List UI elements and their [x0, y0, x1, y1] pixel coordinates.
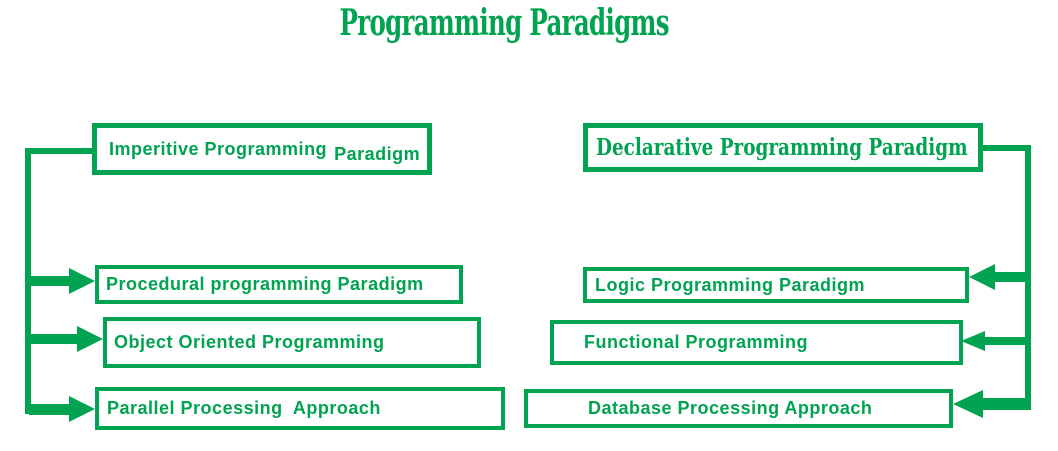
declarative-paradigm-box: Declarative Programming Paradigm [583, 123, 983, 172]
logic-paradigm-box: Logic Programming Paradigm [583, 267, 969, 303]
functional-programming-label: Functional Programming [584, 332, 809, 352]
functional-programming-box: Functional Programming [550, 320, 963, 365]
database-processing-box: Database Processing Approach [524, 389, 953, 428]
left-root-connector-line [25, 148, 92, 154]
right-branch-rail-line [1025, 145, 1031, 410]
arrow-to-object-oriented-shaft [29, 334, 79, 344]
arrow-to-logic-head-icon [969, 264, 995, 290]
arrow-to-logic-shaft [993, 272, 1027, 282]
parallel-processing-label: Parallel Processing Approach [107, 398, 381, 418]
left-branch-rail-line [25, 148, 31, 414]
arrow-to-functional-head-icon [961, 331, 985, 351]
imperative-paradigm-label-tail: Paradigm [334, 143, 421, 164]
logic-paradigm-label: Logic Programming Paradigm [595, 274, 866, 295]
arrow-to-parallel-shaft [29, 404, 73, 415]
parallel-processing-box: Parallel Processing Approach [95, 387, 505, 430]
imperative-paradigm-box: Imperitive Programming Paradigm [92, 123, 432, 175]
arrow-to-procedural-shaft [29, 276, 73, 286]
page-title: Programming Paradigms [0, 2, 1008, 44]
arrow-to-database-head-icon [953, 390, 983, 418]
page-title-text: Programming Paradigms [339, 2, 669, 44]
procedural-paradigm-label: Procedural programming Paradigm [106, 274, 424, 294]
procedural-paradigm-box: Procedural programming Paradigm [95, 265, 463, 304]
arrow-to-functional-shaft [983, 337, 1027, 345]
object-oriented-label: Object Oriented Programming [114, 332, 385, 352]
object-oriented-box: Object Oriented Programming [103, 317, 481, 368]
arrow-to-parallel-head-icon [69, 396, 95, 422]
arrow-to-object-oriented-head-icon [77, 326, 103, 352]
declarative-paradigm-label: Declarative Programming Paradigm [596, 134, 968, 161]
database-processing-label: Database Processing Approach [588, 398, 873, 418]
arrow-to-database-shaft [981, 398, 1027, 410]
imperative-paradigm-label: Imperitive Programming [109, 138, 328, 159]
arrow-to-procedural-head-icon [69, 268, 95, 294]
right-root-connector-line [983, 145, 1027, 151]
